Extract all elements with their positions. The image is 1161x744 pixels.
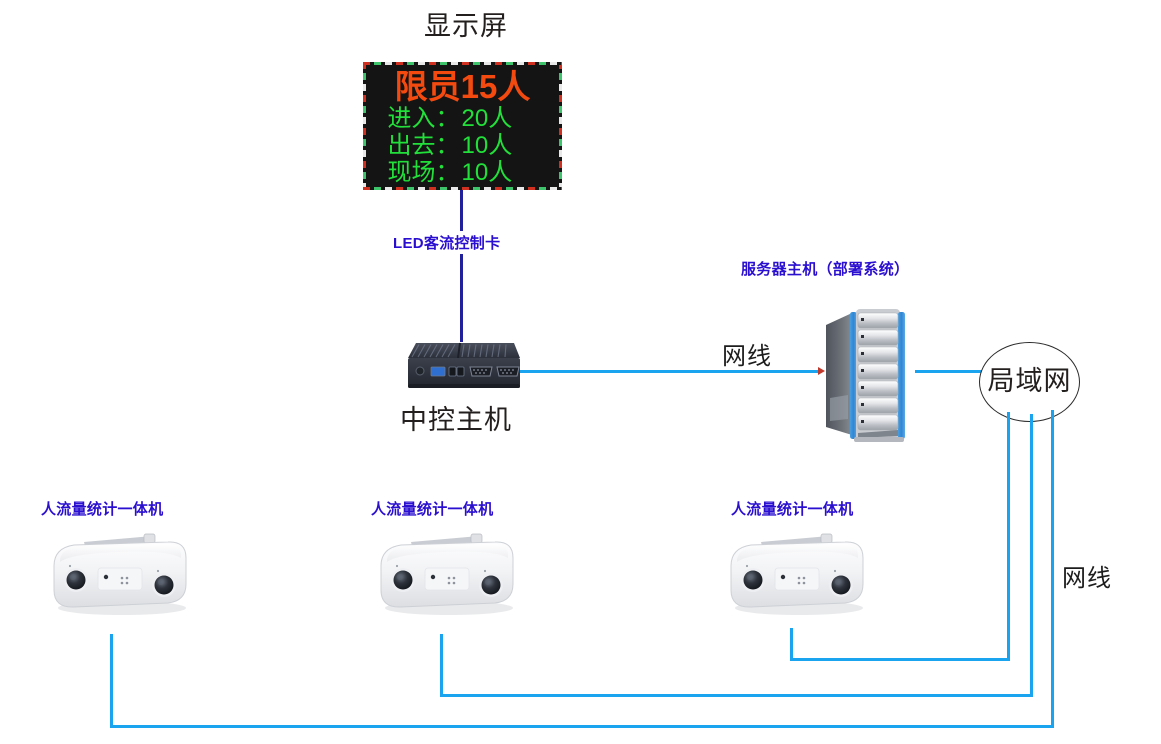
wire-camera-3-run [790, 658, 1010, 661]
led-row-exited: 出去： 10人 [388, 132, 538, 159]
wire-lan-trunk-1 [1007, 412, 1010, 659]
led-row-entered-label: 进入： [387, 105, 460, 132]
led-headline: 限员15人 [394, 68, 531, 105]
wire-server-to-lan [915, 370, 985, 373]
camera-1-label: 人流量统计一体机 [41, 501, 164, 518]
wire-camera-1-run [110, 725, 1054, 728]
camera-2-device [375, 528, 519, 618]
wire-lan-trunk-3 [1051, 410, 1054, 728]
wire-minipc-to-server [520, 370, 820, 373]
lan-node: 局域网 [979, 342, 1080, 422]
wire-lan-trunk-2 [1030, 414, 1033, 697]
mini-pc-label: 中控主机 [400, 405, 512, 435]
people-counter-camera-icon [730, 533, 864, 615]
wire-camera-3-drop [790, 628, 793, 661]
display-title: 显示屏 [424, 11, 508, 41]
led-row-exited-value: 10人 [461, 132, 513, 159]
led-row-exited-label: 出去： [387, 132, 460, 159]
camera-3-label: 人流量统计一体机 [731, 501, 854, 518]
camera-2-label: 人流量统计一体机 [371, 501, 494, 518]
mini-pc-icon [408, 342, 520, 388]
network-cable-label-right: 网线 [1062, 565, 1112, 592]
wire-minipc-to-server-arrow [818, 367, 825, 375]
wire-camera-2-run [440, 694, 1033, 697]
wire-led-to-minipc [460, 190, 463, 342]
lan-label: 局域网 [987, 366, 1072, 397]
people-counter-camera-icon [380, 533, 514, 615]
led-row-onsite-label: 现场： [387, 159, 460, 186]
people-counter-camera-icon [53, 533, 187, 615]
camera-1-device [48, 528, 192, 618]
led-control-card-label: LED客流控制卡 [390, 231, 504, 254]
led-display-panel: 限员15人 进入： 20人 出去： 10人 现场： 10人 [363, 62, 562, 190]
led-display-screen: 限员15人 进入： 20人 出去： 10人 现场： 10人 [367, 66, 558, 186]
wire-camera-2-drop [440, 634, 443, 697]
camera-3-device [725, 528, 869, 618]
mini-pc-device [402, 338, 524, 403]
server-tower-device [818, 303, 918, 448]
led-row-onsite: 现场： 10人 [388, 159, 538, 186]
server-tower-icon [826, 309, 905, 442]
led-row-entered-value: 20人 [461, 105, 513, 132]
led-row-onsite-value: 10人 [461, 159, 513, 186]
server-label: 服务器主机（部署系统） [741, 261, 910, 278]
wire-camera-1-drop [110, 634, 113, 728]
led-row-entered: 进入： 20人 [388, 105, 538, 132]
network-cable-label-center: 网线 [722, 343, 772, 370]
